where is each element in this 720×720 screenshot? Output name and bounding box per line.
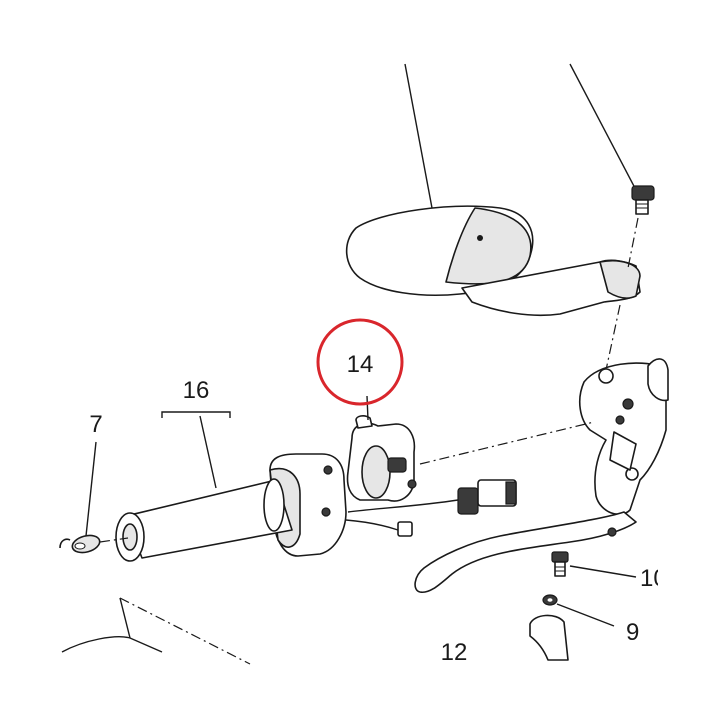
callout-7: 7 — [89, 411, 102, 438]
leader-9 — [556, 603, 615, 627]
rear-view-mirror[interactable] — [345, 205, 641, 317]
callout-9: 9 — [626, 619, 639, 646]
switch-housing-14[interactable] — [346, 415, 417, 502]
washer-9[interactable] — [542, 594, 558, 606]
bracket-12[interactable] — [529, 614, 569, 661]
bar-end-7[interactable] — [59, 533, 102, 556]
callout-16: 16 — [183, 377, 210, 404]
bolt-axis — [627, 217, 639, 269]
right-edge-mask — [658, 560, 720, 600]
switch-wiring[interactable] — [345, 479, 517, 537]
brake-master-cylinder[interactable] — [578, 358, 669, 516]
handlebar-grip-16[interactable] — [115, 478, 293, 562]
highlight-circle — [316, 318, 404, 406]
mirror-bolt[interactable] — [631, 185, 655, 215]
leader-10 — [569, 565, 637, 578]
callout-12: 12 — [441, 639, 468, 666]
screw-10[interactable] — [551, 551, 569, 577]
bar-end-axis — [99, 537, 129, 543]
callout-14: 14 — [347, 351, 374, 378]
routing-axis — [419, 421, 595, 465]
mount-axis — [605, 304, 621, 371]
mirror-stem-lines — [404, 63, 637, 209]
label-leaders — [85, 395, 369, 537]
brake-lever[interactable] — [414, 511, 637, 594]
lower-bracket-outline — [61, 597, 251, 665]
